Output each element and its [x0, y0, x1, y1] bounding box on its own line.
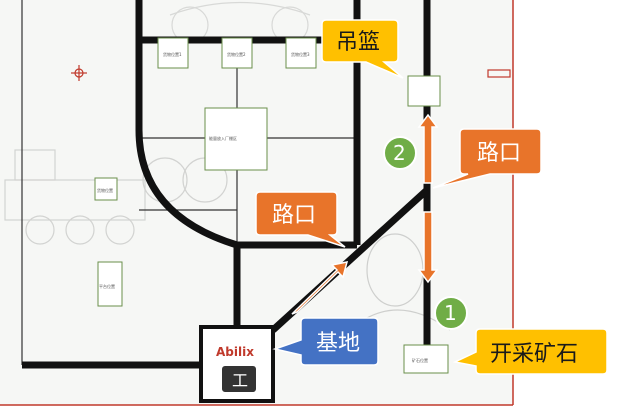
callout-mine: 开采矿石	[452, 328, 608, 375]
callout-junction-lower-text: 路口	[272, 203, 316, 228]
item-box	[94, 177, 118, 201]
caption-box-2: 货物位置2	[227, 51, 246, 57]
item-box	[157, 37, 189, 69]
step-1-marker: 1	[434, 296, 468, 330]
box-captions: 货物位置1 货物位置2 货物位置3 能量放入厂棚区 货物位置 平台位置 矿石位置	[97, 51, 428, 363]
caption-box-1: 货物位置1	[163, 51, 182, 57]
callout-basket: 吊篮	[321, 19, 404, 79]
arrow-up	[417, 113, 439, 184]
callout-base-text: 基地	[316, 331, 360, 356]
caption-box-4: 货物位置	[97, 187, 113, 193]
step-2-number: 2	[393, 141, 406, 165]
callout-basket-text: 吊篮	[336, 30, 380, 55]
caption-box-3: 货物位置3	[291, 51, 310, 57]
logo-brand-text: Abilix	[216, 345, 254, 359]
platform-box	[97, 261, 123, 307]
callout-junction-lower: 路口	[255, 191, 346, 248]
basket-box	[407, 75, 441, 107]
step-2-marker: 2	[383, 136, 417, 170]
callout-junction-upper: 路口	[432, 128, 542, 189]
arrow-diagonal	[291, 261, 349, 315]
caption-mine: 矿石位置	[412, 357, 428, 363]
item-boxes	[94, 37, 449, 374]
item-box	[221, 37, 253, 69]
callout-mine-text: 开采矿石	[490, 342, 578, 367]
caption-center-box: 能量放入厂棚区	[209, 135, 237, 141]
callout-base: 基地	[272, 317, 379, 366]
arrow-down	[417, 211, 439, 284]
callout-junction-upper-text: 路口	[477, 141, 521, 166]
route-arrows	[291, 113, 439, 315]
crosshair-icon	[71, 65, 87, 81]
caption-platform: 平台位置	[99, 283, 115, 289]
mine-box	[403, 344, 449, 374]
base-logo: Abilix 工	[199, 325, 275, 403]
item-box	[285, 37, 317, 69]
center-box	[204, 107, 268, 171]
marker-rect	[487, 69, 511, 78]
step-1-number: 1	[444, 301, 457, 325]
logo-sub-text: 工	[232, 371, 248, 390]
